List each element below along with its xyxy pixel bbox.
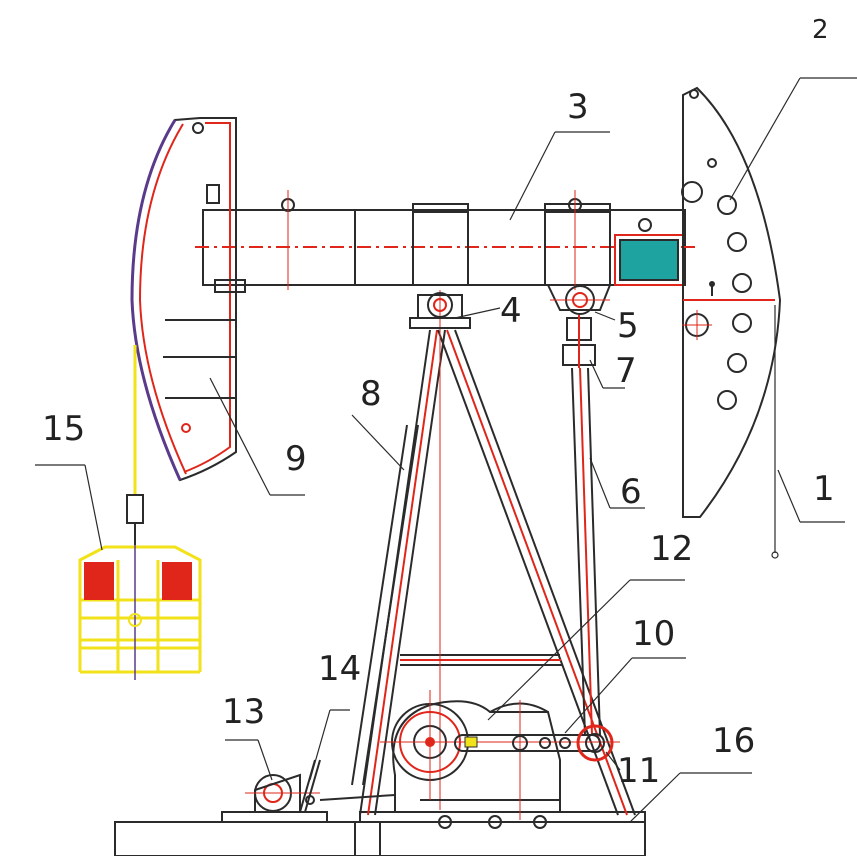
- saddle-bearing: [409, 284, 471, 329]
- motor: [245, 773, 320, 812]
- label-16: 16: [712, 721, 755, 761]
- label-15: 15: [42, 409, 85, 449]
- label-5: 5: [617, 306, 639, 346]
- label-8: 8: [360, 374, 382, 414]
- wireline-hanger: [126, 345, 144, 545]
- beam-counterweight-box: [614, 234, 684, 286]
- bridle-counterweight: [78, 545, 202, 680]
- leader-lines: [35, 77, 857, 823]
- label-12: 12: [650, 529, 693, 569]
- label-6: 6: [620, 472, 642, 512]
- label-4: 4: [500, 291, 522, 331]
- label-11: 11: [617, 751, 660, 791]
- equalizer-link: [562, 315, 596, 368]
- pitman-arm: [571, 367, 601, 736]
- label-9: 9: [285, 439, 307, 479]
- equalizer-bearing: [547, 284, 611, 315]
- label-13: 13: [222, 692, 265, 732]
- label-3: 3: [567, 87, 589, 127]
- walking-beam: [195, 190, 700, 290]
- label-1: 1: [813, 469, 835, 509]
- label-2: 2: [812, 15, 829, 45]
- label-14: 14: [318, 649, 361, 689]
- gearbox: [380, 690, 620, 829]
- brake-lever: [299, 759, 396, 813]
- foundation: [114, 811, 646, 856]
- label-7: 7: [615, 351, 637, 391]
- callout-labels: 1 2 3 4 5 6 7 8 9 10 11 12 13 14 15 16: [42, 15, 835, 791]
- ladder: [351, 424, 419, 786]
- brake-cable: [771, 305, 779, 559]
- horsehead: [130, 117, 246, 482]
- crank-arm: [454, 724, 614, 762]
- samson-post: [359, 290, 636, 816]
- label-10: 10: [632, 614, 675, 654]
- tail-counterweight: [681, 86, 782, 518]
